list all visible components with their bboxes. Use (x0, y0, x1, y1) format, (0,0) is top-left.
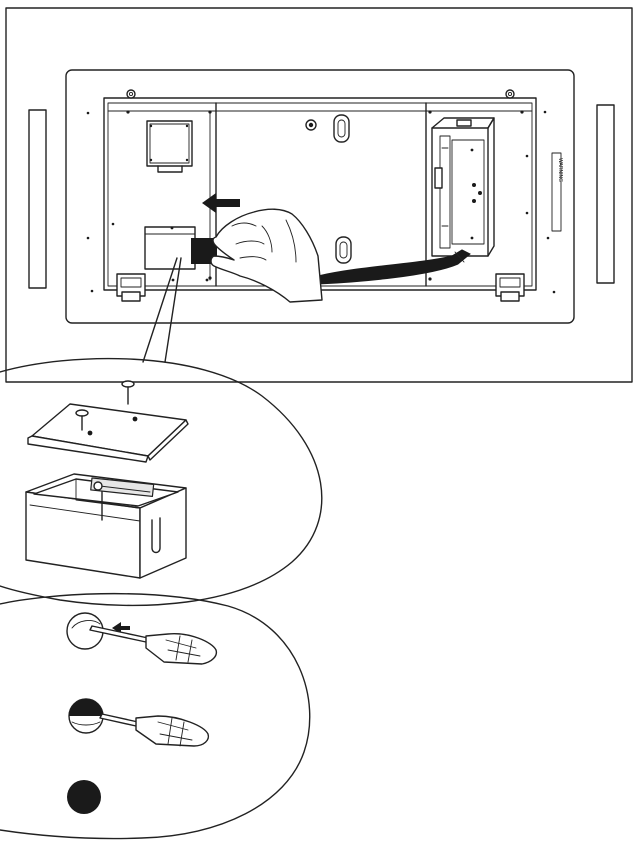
screwdriver-icon (99, 713, 210, 747)
right-side-slot (596, 104, 615, 284)
callout-leader-right (164, 257, 182, 363)
hinge-clip-left (116, 273, 146, 302)
callout-leader-left (142, 257, 178, 363)
cable-bundle (317, 249, 471, 285)
left-side-slot (28, 109, 47, 289)
keyhole-slots (305, 114, 352, 264)
warning-label-text: WARNING (557, 158, 563, 182)
knockout-step-1 (66, 612, 218, 665)
power-supply (431, 117, 495, 257)
knockout-step-2 (68, 698, 210, 747)
top-panel: WARNING (5, 7, 633, 383)
control-box (146, 120, 193, 173)
hand-illustration (210, 208, 323, 303)
outer-frame (5, 7, 633, 383)
junction-box-cover (27, 403, 189, 463)
zoom-callout-junction-box (0, 357, 323, 607)
hinge-clip-right (495, 273, 525, 302)
screwdriver-icon (89, 625, 218, 665)
junction-box-open (25, 473, 187, 579)
warning-label: WARNING (86, 110, 563, 294)
zoom-callout-knockout (0, 592, 311, 840)
arrow-left-icon (202, 193, 240, 213)
screw-icon (75, 380, 135, 431)
glass-panel (65, 69, 575, 324)
junction-box (144, 226, 217, 282)
knockout-hole (67, 780, 101, 814)
